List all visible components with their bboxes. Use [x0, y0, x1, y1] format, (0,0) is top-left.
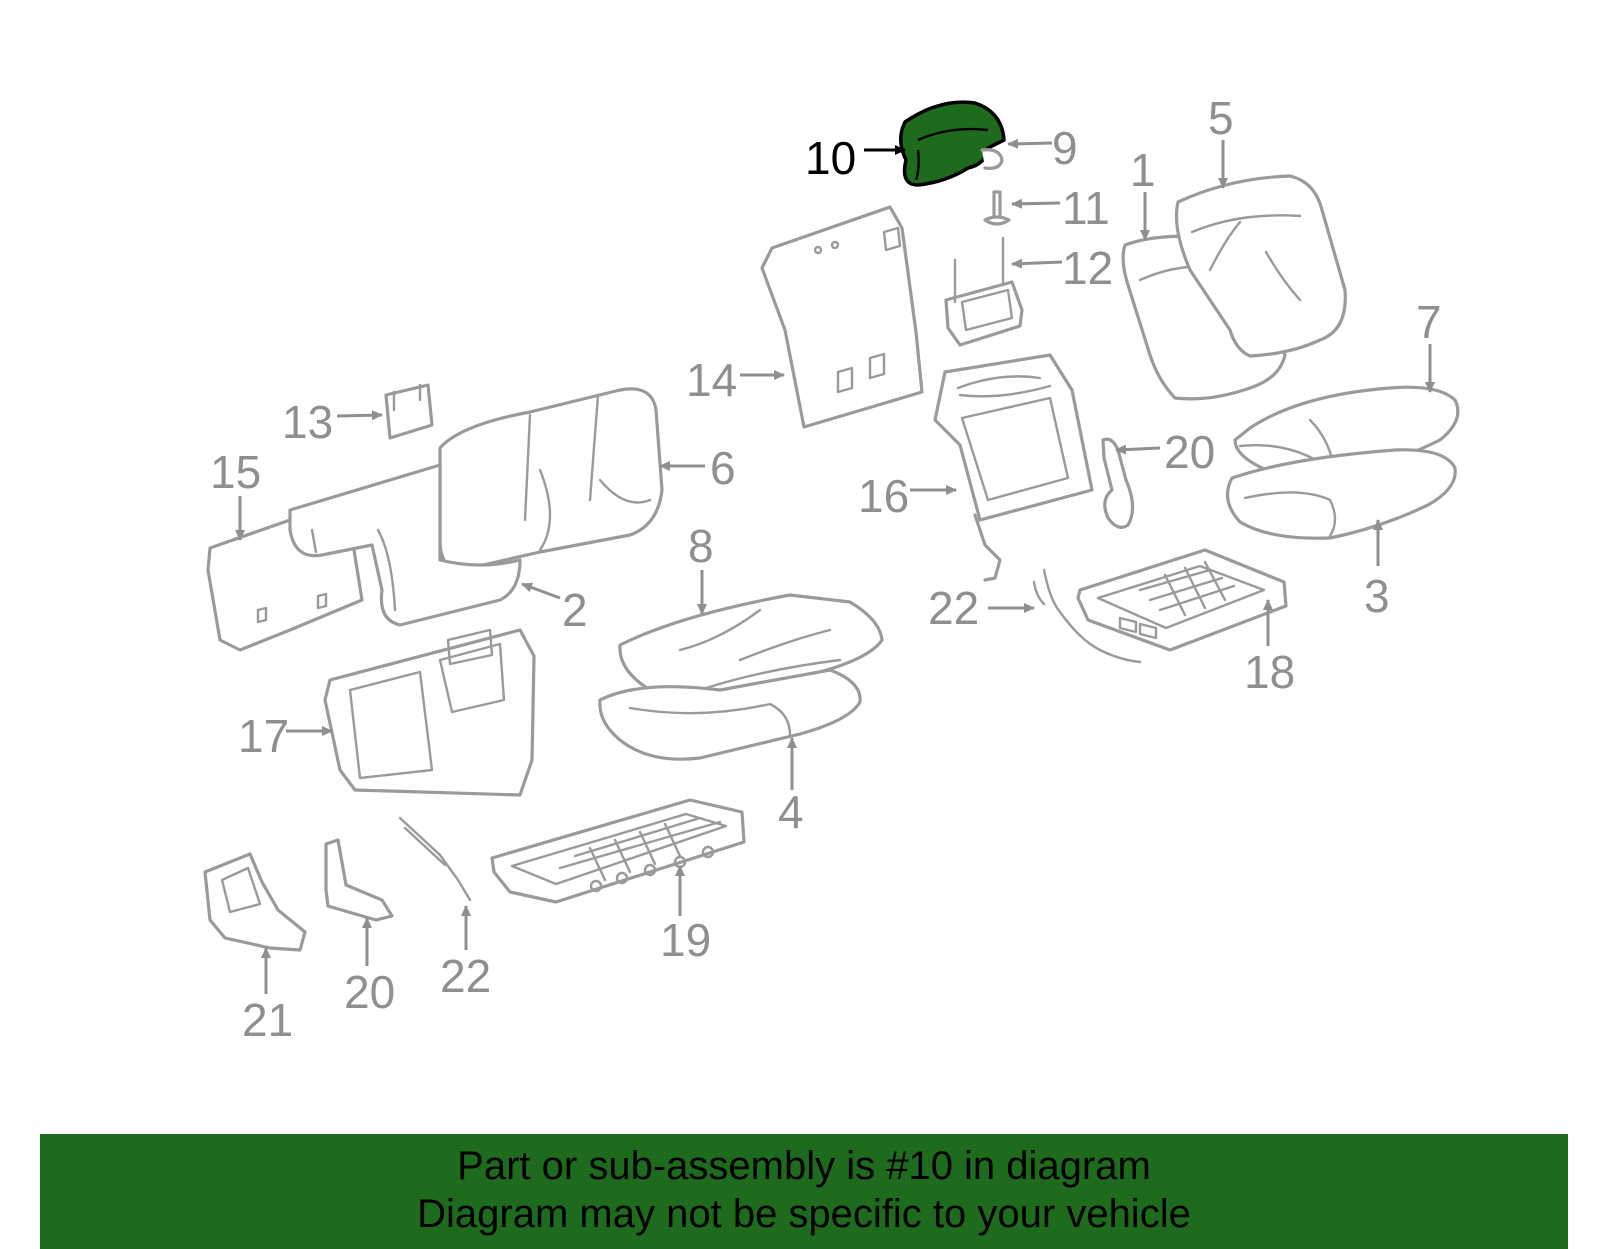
part-22-lower-cable[interactable] [398, 816, 472, 902]
callout-12[interactable]: 12 [1062, 242, 1113, 294]
callout-16[interactable]: 16 [858, 470, 909, 522]
callout-6[interactable]: 6 [710, 442, 736, 494]
callout-20-lower[interactable]: 20 [344, 966, 395, 1018]
banner-line-2: Diagram may not be specific to your vehi… [417, 1192, 1191, 1236]
callout-18[interactable]: 18 [1244, 646, 1295, 698]
leader-arrows [235, 138, 1435, 994]
part-10-headrest[interactable] [899, 100, 1006, 187]
info-banner: Part or sub-assembly is #10 in diagram D… [40, 1134, 1568, 1249]
part-21-hinge-cover[interactable] [203, 852, 307, 952]
callout-1[interactable]: 1 [1130, 144, 1156, 196]
part-12-bracket[interactable] [944, 236, 1024, 347]
part-2-bench-back-pad[interactable] [288, 463, 522, 627]
callout-22-upper[interactable]: 22 [928, 582, 979, 634]
part-20-lower-recliner-lever[interactable] [324, 838, 394, 922]
part-13-bracket[interactable] [384, 383, 434, 440]
callout-2[interactable]: 2 [562, 584, 588, 636]
callout-13[interactable]: 13 [282, 396, 333, 448]
part-6-bench-back-cover[interactable] [438, 387, 664, 571]
callout-22-lower[interactable]: 22 [440, 950, 491, 1002]
callout-5[interactable]: 5 [1208, 92, 1234, 144]
callout-8[interactable]: 8 [688, 520, 714, 572]
callout-3[interactable]: 3 [1364, 570, 1390, 622]
callout-4[interactable]: 4 [778, 786, 804, 838]
part-18-cushion-frame[interactable] [1076, 548, 1288, 652]
callout-7[interactable]: 7 [1416, 296, 1442, 348]
callout-11[interactable]: 11 [1062, 182, 1110, 234]
callout-20-upper[interactable]: 20 [1164, 426, 1215, 478]
callout-17[interactable]: 17 [238, 710, 289, 762]
callout-19[interactable]: 19 [660, 914, 711, 966]
part-5-seatback-pad[interactable] [1174, 174, 1347, 358]
callout-14[interactable]: 14 [686, 354, 737, 406]
part-9-guide[interactable] [980, 148, 1004, 170]
part-17-bench-back-frame[interactable] [323, 628, 536, 797]
callout-15[interactable]: 15 [210, 446, 261, 498]
part-19-bench-cushion-frame[interactable] [490, 798, 746, 904]
part-20-upper-recliner-cover[interactable] [1101, 437, 1135, 529]
part-11-bolt[interactable] [983, 190, 1011, 226]
callout-9[interactable]: 9 [1052, 122, 1078, 174]
part-14-back-panel[interactable] [760, 205, 924, 429]
callout-10[interactable]: 10 [805, 132, 856, 184]
callout-labels: 10 9 11 12 1 5 7 14 13 15 6 2 8 16 20 3 … [210, 92, 1442, 1046]
part-4-bench-cushion-pad[interactable] [598, 668, 862, 761]
callout-21[interactable]: 21 [242, 994, 293, 1046]
banner-line-1: Part or sub-assembly is #10 in diagram [457, 1144, 1151, 1188]
part-22-right-wire[interactable] [1032, 568, 1142, 664]
part-3-cushion-pad[interactable] [1225, 448, 1457, 540]
part-16-seatback-frame[interactable] [933, 353, 1094, 582]
